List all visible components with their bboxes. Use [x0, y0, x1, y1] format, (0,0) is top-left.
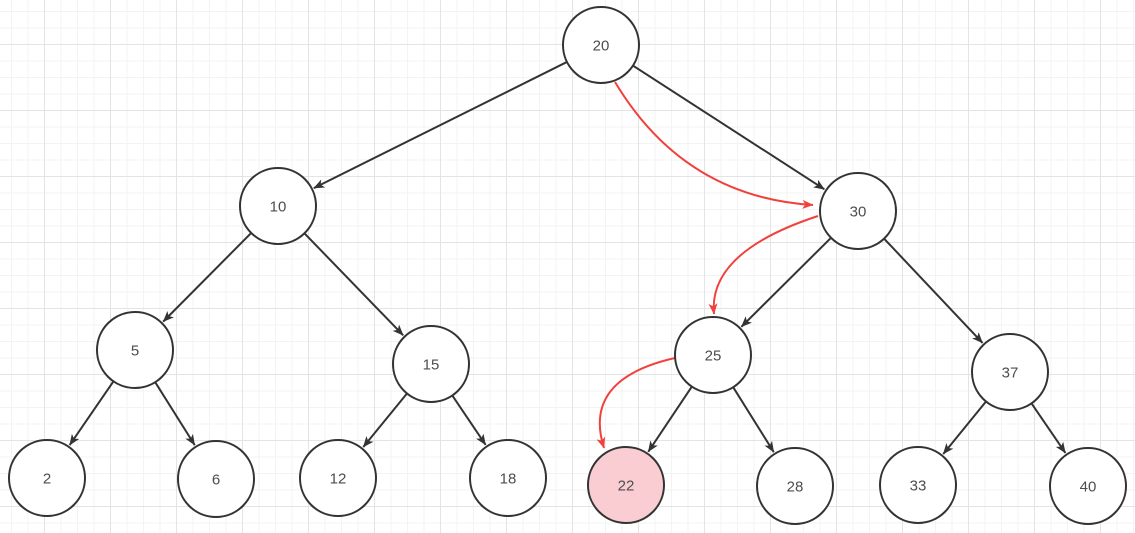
- tree-node-5[interactable]: 5: [96, 311, 174, 389]
- tree-node-15[interactable]: 15: [392, 325, 470, 403]
- tree-node-33[interactable]: 33: [879, 446, 957, 524]
- tree-edge-37-33: [942, 400, 987, 455]
- search-path-edge-25-22: [596, 357, 676, 449]
- node-circle[interactable]: [8, 439, 86, 517]
- tree-node-2[interactable]: 2: [8, 439, 86, 517]
- node-circle[interactable]: [674, 316, 752, 394]
- tree-edge-5-2: [68, 380, 115, 446]
- tree-node-40[interactable]: 40: [1049, 447, 1127, 525]
- tree-node-22[interactable]: 22: [587, 446, 665, 524]
- tree-edge-20-10: [313, 61, 568, 190]
- tree-node-20[interactable]: 20: [562, 6, 640, 84]
- search-path-edge-30-25: [708, 215, 819, 315]
- node-circle[interactable]: [971, 333, 1049, 411]
- tree-node-30[interactable]: 30: [819, 172, 897, 250]
- node-circle[interactable]: [239, 167, 317, 245]
- tree-node-18[interactable]: 18: [469, 439, 547, 517]
- tree-edge-30-25: [740, 237, 832, 328]
- node-circle[interactable]: [1049, 447, 1127, 525]
- node-circle[interactable]: [177, 440, 255, 518]
- tree-node-37[interactable]: 37: [971, 333, 1049, 411]
- tree-edge-15-12: [362, 392, 408, 448]
- node-circle[interactable]: [469, 439, 547, 517]
- node-circle[interactable]: [299, 439, 377, 517]
- node-circle[interactable]: [756, 447, 834, 525]
- tree-node-25[interactable]: 25: [674, 316, 752, 394]
- node-circle-highlighted[interactable]: [587, 446, 665, 524]
- tree-edge-37-40: [1030, 402, 1067, 454]
- tree-edge-25-22: [647, 386, 693, 453]
- node-circle[interactable]: [819, 172, 897, 250]
- tree-edge-25-28: [732, 386, 775, 453]
- tree-edge-20-30: [632, 64, 825, 191]
- node-circle[interactable]: [562, 6, 640, 84]
- tree-node-12[interactable]: 12: [299, 439, 377, 517]
- tree-edge-10-15: [303, 232, 404, 336]
- tree-node-6[interactable]: 6: [177, 440, 255, 518]
- node-circle[interactable]: [392, 325, 470, 403]
- tree-edge-5-6: [154, 381, 196, 446]
- tree-edge-30-37: [883, 237, 984, 344]
- node-circle[interactable]: [96, 311, 174, 389]
- tree-node-28[interactable]: 28: [756, 447, 834, 525]
- tree-edge-10-5: [162, 232, 252, 323]
- tree-node-10[interactable]: 10: [239, 167, 317, 245]
- node-circle[interactable]: [879, 446, 957, 524]
- search-path-edge-20-30: [614, 81, 814, 209]
- tree-edge-15-18: [451, 394, 487, 446]
